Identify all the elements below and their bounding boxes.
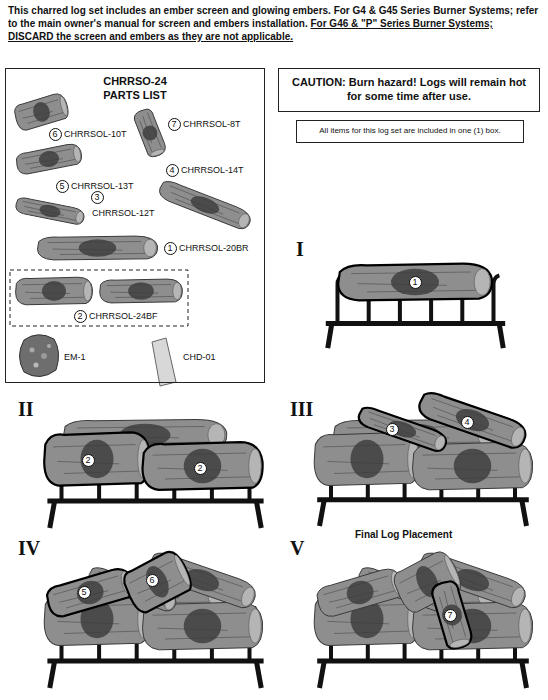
callout-number: 1 [164, 242, 177, 255]
step-two-picture [44, 419, 263, 528]
step-numeral: I [296, 238, 304, 260]
box-text: CAUTION: Burn hazard! Logs will remain h… [279, 69, 539, 109]
step-four-picture [44, 548, 263, 688]
callout-number: 1 [409, 276, 422, 289]
step-three-picture [314, 388, 532, 526]
part-name: CHRRSOL-13T [71, 181, 134, 192]
part-name: CHRRSOL-8T [183, 119, 241, 130]
callout-number: 4 [166, 164, 179, 177]
step-five-picture [314, 548, 532, 688]
step-one-picture [326, 264, 505, 349]
caution-box: CAUTION: Burn hazard! Logs will remain h… [278, 68, 540, 112]
notice-text: This charred log set includes an ember s… [8, 4, 540, 43]
callout-number: 6 [49, 128, 62, 141]
part-name: CHD-01 [183, 352, 216, 363]
step-numeral: V [290, 537, 304, 559]
callout-number: 6 [146, 574, 159, 587]
step-numeral: III [290, 398, 313, 420]
step-title: Final Log Placement [355, 529, 452, 541]
callout-number: 7 [444, 609, 457, 622]
part-name: CHRRSOL-14T [181, 165, 244, 176]
part-name: CHRRSOL-12T [92, 208, 155, 219]
step-numeral: IV [18, 537, 40, 559]
part-name: CHRRSOL-10T [64, 129, 127, 140]
callout-number: 4 [461, 416, 474, 429]
box-text: All items for this log set are included … [297, 121, 523, 140]
callout-number: 2 [74, 310, 87, 323]
callout-number: 2 [194, 462, 207, 475]
callout-number: 3 [386, 423, 399, 436]
box-text: CHRRSO-24 PARTS LIST [96, 74, 174, 102]
callout-number: 5 [78, 586, 91, 599]
part-name: EM-1 [64, 352, 86, 363]
step-numeral: II [18, 398, 34, 420]
parts-pictures [10, 92, 253, 386]
callout-number: 2 [82, 454, 95, 467]
part-name: CHRRSOL-20BR [179, 243, 249, 254]
callout-number: 7 [168, 118, 181, 131]
part-name: CHRRSOL-24BF [89, 311, 158, 322]
parts-list-box: CHRRSO-24 PARTS LIST [5, 68, 265, 383]
note-box: All items for this log set are included … [296, 120, 524, 143]
callout-number: 5 [56, 180, 69, 193]
callout-number: 3 [91, 191, 104, 204]
